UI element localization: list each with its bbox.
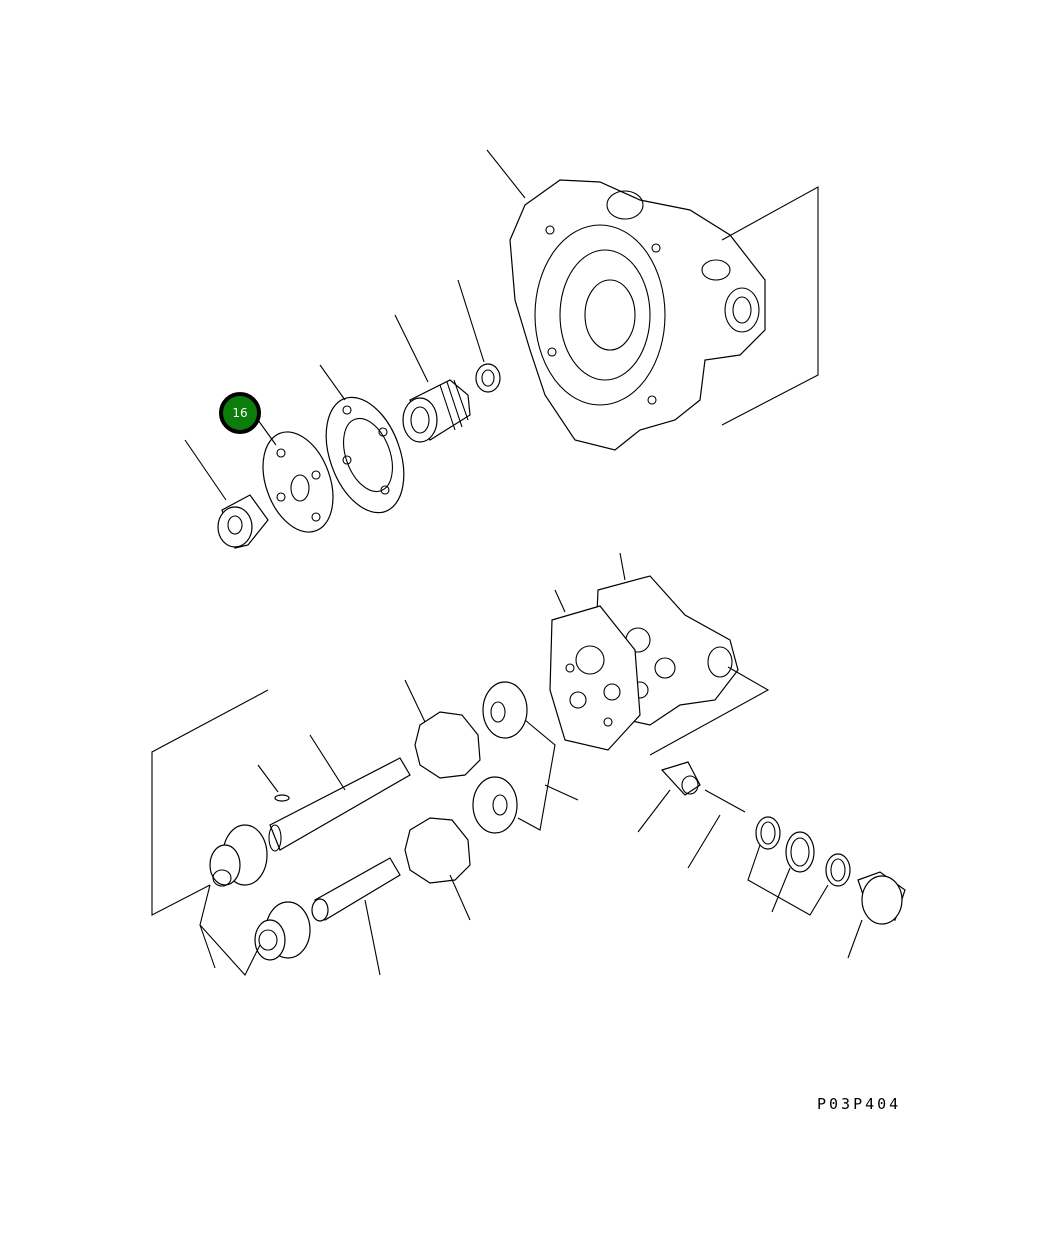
threaded-bushing (394, 314, 471, 443)
driven-shaft (311, 857, 401, 976)
side-plates (472, 681, 579, 834)
flange-part-16 (257, 419, 334, 533)
relief-valve-parts (637, 761, 906, 959)
callout-badge-16[interactable]: 16 (219, 392, 261, 434)
drive-shaft (257, 734, 411, 852)
seal-ring (457, 279, 501, 393)
driven-gear (404, 817, 471, 921)
bearing-bushings (151, 689, 311, 976)
pump-housing (486, 149, 819, 451)
drive-gear (404, 679, 481, 779)
gear-case (549, 552, 770, 756)
drawing-code: P03P404 (817, 1095, 902, 1113)
gasket (319, 364, 405, 514)
small-gear (184, 439, 269, 549)
